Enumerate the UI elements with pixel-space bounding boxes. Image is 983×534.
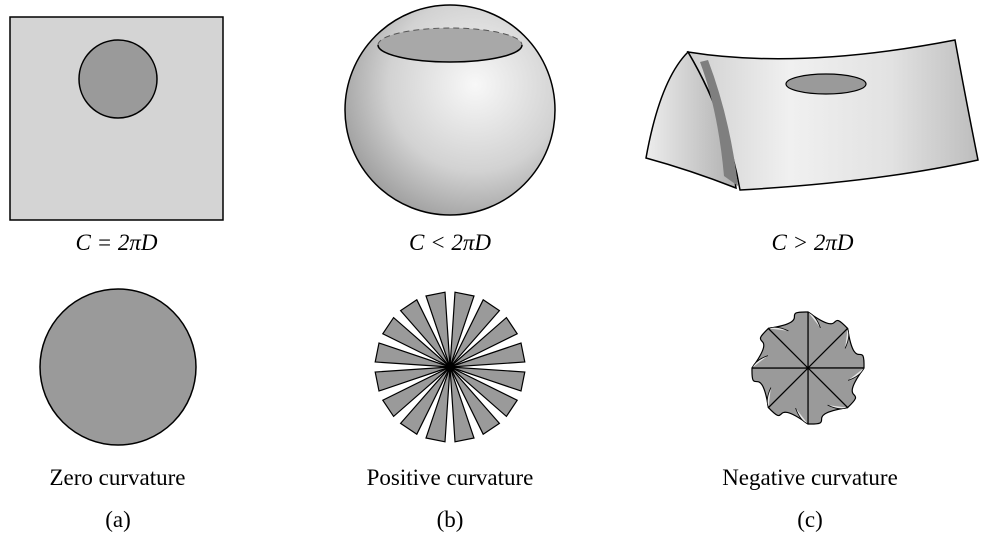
flat-plane-illustration bbox=[9, 16, 224, 221]
positive-curvature-wedges bbox=[374, 291, 526, 443]
wedge bbox=[449, 366, 519, 418]
wedge bbox=[425, 291, 451, 368]
wedge bbox=[449, 298, 501, 368]
formula-negative: C > 2πD bbox=[771, 230, 854, 255]
petal-ruffle bbox=[768, 326, 789, 332]
panel-letter-b: (b) bbox=[436, 507, 464, 532]
wedge bbox=[449, 291, 475, 368]
panel-letter-a: (a) bbox=[105, 507, 131, 532]
caption-zero: Zero curvature bbox=[49, 465, 186, 490]
wedge bbox=[374, 342, 451, 368]
petal-ruffle bbox=[807, 311, 821, 329]
plane-disk bbox=[78, 39, 158, 119]
petal-ruffle bbox=[847, 367, 865, 381]
wedge bbox=[381, 366, 451, 418]
wedge bbox=[381, 316, 451, 368]
sphere-cap-front-edge bbox=[377, 44, 523, 63]
wedge bbox=[449, 316, 519, 368]
petal-ruffle bbox=[795, 407, 809, 425]
petal-ruffle bbox=[751, 355, 769, 369]
wedge bbox=[399, 298, 451, 368]
sphere-illustration bbox=[344, 4, 556, 216]
petal-ruffle bbox=[844, 328, 850, 349]
sphere-cap-back-edge bbox=[377, 27, 523, 46]
panel-letter-c: (c) bbox=[797, 507, 823, 532]
wedge bbox=[449, 366, 501, 436]
petal-ruffle bbox=[827, 404, 848, 410]
wedge bbox=[449, 366, 475, 443]
wedge bbox=[374, 366, 451, 392]
wedge-center bbox=[447, 364, 453, 370]
petal-ruffle bbox=[766, 387, 772, 408]
saddle-shadow-band bbox=[700, 60, 738, 186]
wedge bbox=[399, 366, 451, 436]
wedge bbox=[425, 366, 451, 443]
flat-disk bbox=[39, 288, 197, 446]
sphere bbox=[344, 4, 556, 216]
formula-positive: C < 2πD bbox=[409, 230, 491, 255]
negative-curvature-petals bbox=[751, 311, 865, 425]
caption-negative: Negative curvature bbox=[722, 465, 898, 490]
wedge bbox=[449, 342, 526, 368]
wedge bbox=[449, 366, 526, 392]
saddle-illustration bbox=[645, 39, 979, 191]
saddle-disk bbox=[785, 73, 867, 95]
formula-zero: C = 2πD bbox=[75, 230, 158, 255]
caption-positive: Positive curvature bbox=[366, 465, 534, 490]
sphere-cap bbox=[378, 28, 522, 62]
